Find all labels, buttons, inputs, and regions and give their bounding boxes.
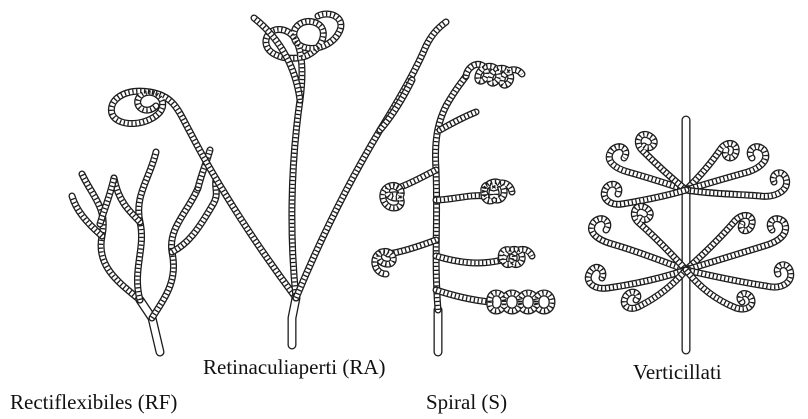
label-rectiflexibiles: Rectiflexibiles (RF) (10, 390, 177, 414)
spore-chain-segments (296, 22, 446, 298)
s-drawing (375, 64, 552, 352)
label-spiral: Spiral (S) (426, 390, 507, 414)
v-drawing (588, 120, 791, 350)
label-retinaculiaperti: Retinaculiaperti (RA) (203, 355, 386, 379)
spore-chain-outline (435, 76, 466, 310)
label-verticillati: Verticillati (633, 360, 722, 384)
spore-chain-core (296, 22, 446, 298)
spore-chain-core (266, 14, 341, 298)
ra-drawing (111, 14, 446, 345)
rf-drawing (72, 150, 216, 352)
spore-chain-outline (296, 22, 446, 298)
